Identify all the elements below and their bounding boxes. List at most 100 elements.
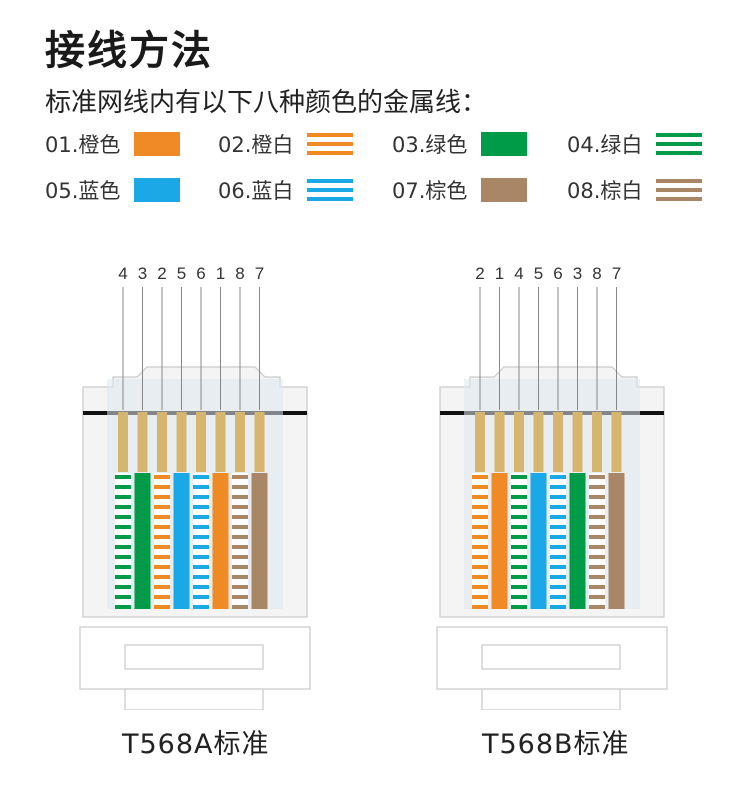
wire-stripe	[115, 505, 131, 509]
wire-solid	[608, 473, 625, 609]
connector-tail	[481, 688, 621, 710]
wire-stripe	[232, 605, 248, 609]
wire-stripe	[232, 555, 248, 559]
wire-stripe	[550, 575, 566, 579]
wire-stripe	[511, 475, 527, 479]
wire-stripe	[550, 555, 566, 559]
wire-stripe	[232, 475, 248, 479]
wire-stripe	[193, 515, 209, 519]
legend-label: 08.棕白	[567, 179, 643, 203]
wire-stripe	[511, 515, 527, 519]
wire-stripe	[472, 485, 488, 489]
pin-number: 7	[612, 264, 621, 283]
pin-number: 5	[534, 264, 543, 283]
wire-stripe	[511, 535, 527, 539]
wire-stripe	[154, 525, 170, 529]
wire-stripe	[589, 575, 605, 579]
wire-stripe	[472, 565, 488, 569]
wire-stripe	[511, 485, 527, 489]
wire-stripe	[154, 555, 170, 559]
wire-stripe	[154, 505, 170, 509]
pin-number: 4	[118, 264, 127, 283]
pin-number: 2	[157, 264, 166, 283]
wire-stripe	[589, 605, 605, 609]
legend-label: 06.蓝白	[218, 179, 294, 203]
wire-stripe	[589, 555, 605, 559]
legend-label: 01.橙色	[45, 133, 121, 157]
wire-stripe	[550, 505, 566, 509]
wire-stripe	[550, 595, 566, 599]
wire-stripe	[472, 475, 488, 479]
striped-swatch	[656, 132, 703, 156]
wire-stripe	[232, 525, 248, 529]
gold-contact	[592, 412, 602, 472]
gold-contact	[157, 412, 167, 472]
wire-stripe	[193, 555, 209, 559]
solid-swatch	[134, 178, 181, 202]
wire-stripe	[154, 595, 170, 599]
wire-stripe	[115, 475, 131, 479]
legend-item: 08.棕白	[567, 176, 703, 204]
gold-contact	[572, 412, 583, 472]
wire-stripe	[589, 505, 605, 509]
pin-number: 3	[138, 264, 147, 283]
wire-stripe	[232, 505, 248, 509]
wire-stripe	[589, 565, 605, 569]
connector-tail	[124, 688, 264, 710]
wire-stripe	[154, 515, 170, 519]
wire-stripe	[511, 585, 527, 589]
pin-number: 1	[495, 264, 504, 283]
gold-contact	[611, 412, 622, 472]
page-subtitle: 标准网线内有以下八种颜色的金属线：	[45, 88, 488, 118]
wire-stripe	[232, 535, 248, 539]
solid-swatch	[481, 132, 528, 156]
wire-stripe	[550, 475, 566, 479]
wire-stripe	[589, 495, 605, 499]
wire-stripe	[550, 495, 566, 499]
wire-stripe	[472, 495, 488, 499]
legend-item: 01.橙色	[45, 130, 181, 158]
legend-item: 02.橙白	[218, 130, 354, 158]
wire-stripe	[511, 595, 527, 599]
wire-solid	[173, 473, 190, 609]
gold-contact	[494, 412, 505, 472]
wire-stripe	[589, 585, 605, 589]
wire-stripe	[550, 535, 566, 539]
wire-stripe	[550, 585, 566, 589]
wire-stripe	[511, 495, 527, 499]
wire-stripe	[511, 575, 527, 579]
wire-stripe	[115, 495, 131, 499]
gold-contact	[553, 412, 563, 472]
wire-stripe	[115, 565, 131, 569]
legend-label: 05.蓝色	[45, 179, 121, 203]
wire-stripe	[154, 575, 170, 579]
wire-stripe	[472, 545, 488, 549]
wire-stripe	[193, 525, 209, 529]
gold-contact	[254, 412, 265, 472]
wire-stripe	[154, 485, 170, 489]
wire-stripe	[154, 475, 170, 479]
wire-stripe	[232, 595, 248, 599]
wire-stripe	[154, 545, 170, 549]
wire-stripe	[115, 595, 131, 599]
wire-stripe	[154, 605, 170, 609]
wire-stripe	[193, 565, 209, 569]
wire-stripe	[115, 485, 131, 489]
wire-stripe	[589, 545, 605, 549]
gold-contact	[475, 412, 485, 472]
wire-stripe	[511, 505, 527, 509]
wire-stripe	[115, 515, 131, 519]
wire-stripe	[193, 575, 209, 579]
pin-number: 3	[573, 264, 582, 283]
wire-stripe	[472, 605, 488, 609]
legend-item: 07.棕色	[392, 176, 528, 204]
wire-stripe	[472, 505, 488, 509]
wire-solid	[134, 473, 151, 609]
gold-contact	[215, 412, 226, 472]
gold-contact	[176, 412, 187, 472]
pin-number: 6	[196, 264, 205, 283]
legend-item: 03.绿色	[392, 130, 528, 158]
wire-stripe	[115, 525, 131, 529]
wire-stripe	[550, 545, 566, 549]
